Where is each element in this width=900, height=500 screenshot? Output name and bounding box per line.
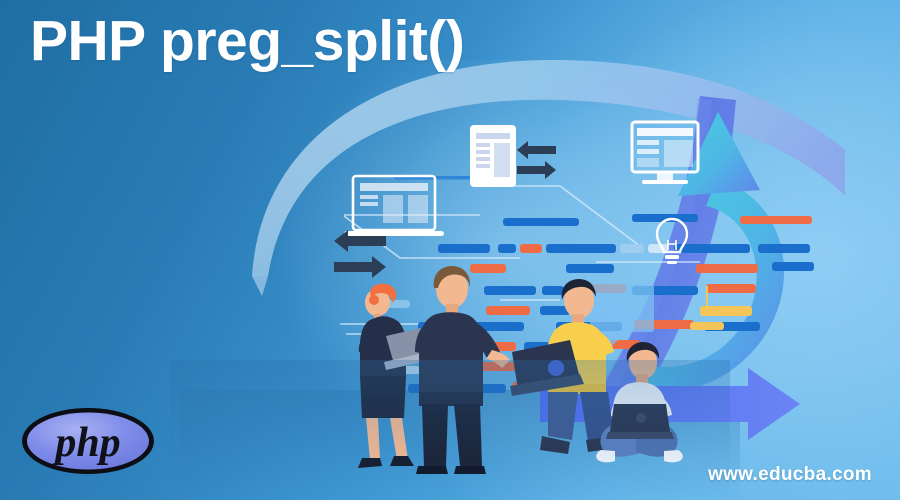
background-arc [252,59,845,296]
person-man-suit [415,266,510,474]
tablet-document-icon [470,125,516,187]
person-yellow-sweater [510,279,616,454]
page-title: PHP preg_split() [30,9,465,73]
exchange-arrows-left [334,230,386,278]
laptop-icon [344,174,444,236]
website-url: www.educba.com [708,464,872,485]
php-logo: php [18,404,158,478]
monitor-icon [630,120,700,184]
lightbulb-icon [655,217,689,264]
cycle-arrow [646,112,785,393]
exchange-arrows-center [517,141,556,179]
php-logo-text: php [52,420,120,466]
person-seated-laptop [596,342,683,463]
speech-bubble [590,284,654,350]
